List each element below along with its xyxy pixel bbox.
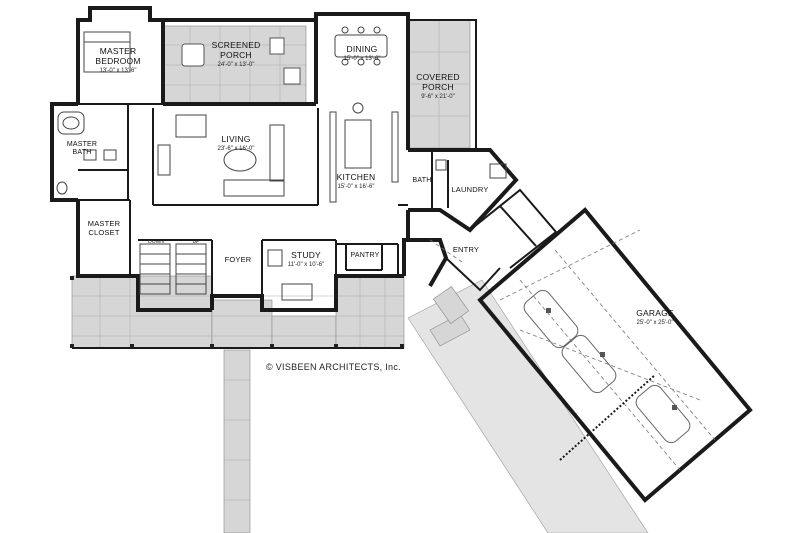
architect-credit: © VISBEEN ARCHITECTS, Inc. (266, 362, 401, 372)
pantry-label: PANTRY (351, 252, 380, 259)
dining-dims: 15'-0" x 13'-6" (344, 56, 381, 62)
room-labels: MASTER BEDROOM 13'-0" x 13'-6" SCREENED … (67, 40, 674, 326)
study-dims: 11'-0" x 10'-6" (288, 262, 324, 268)
covered-porch-label: COVERED (416, 72, 459, 82)
covered-porch-label-2: PORCH (422, 82, 454, 92)
master-closet-label: MASTER (88, 219, 121, 228)
screened-porch-label: SCREENED (212, 40, 261, 50)
living-dims: 23'-6" x 16'-0" (218, 146, 255, 152)
laundry-label: LAUNDRY (451, 185, 488, 194)
master-bedroom-label: MASTER (100, 46, 137, 56)
dining-label: DINING (347, 44, 378, 54)
master-bedroom-label-2: BEDROOM (95, 56, 140, 66)
stair-down-label: DOWN (148, 239, 164, 245)
master-bath-label-2: BATH (73, 149, 92, 156)
garage-label: GARAGE (636, 308, 674, 318)
living-label: LIVING (221, 134, 250, 144)
bath-label: BATH (413, 177, 432, 184)
master-closet-label-2: CLOSET (88, 228, 119, 237)
front-porch (70, 275, 405, 349)
foyer-label: FOYER (225, 255, 252, 264)
stair-up-label: UP (193, 239, 201, 245)
entry-label: ENTRY (453, 245, 479, 254)
master-bedroom-dims: 13'-0" x 13'-6" (100, 68, 137, 74)
study-label: STUDY (291, 250, 321, 260)
screened-porch-label-2: PORCH (220, 50, 252, 60)
master-bath-label: MASTER (67, 141, 97, 148)
screened-porch-dims: 24'-0" x 13'-0" (218, 62, 255, 68)
screened-porch-floor (162, 25, 307, 105)
interior-walls (78, 103, 408, 310)
driveway (407, 279, 649, 533)
garage-dims: 25'-0" x 25'-0" (637, 320, 674, 326)
front-walkway (223, 349, 251, 533)
laundry-wing (408, 148, 558, 269)
kitchen-label: KITCHEN (337, 172, 376, 182)
fixtures (56, 26, 399, 301)
entry-connector (408, 238, 501, 325)
garage (477, 207, 753, 503)
covered-porch-dims: 9'-6" x 21'-0" (421, 94, 455, 100)
kitchen-dims: 15'-0" x 16'-6" (338, 184, 375, 190)
stairs (139, 243, 207, 295)
